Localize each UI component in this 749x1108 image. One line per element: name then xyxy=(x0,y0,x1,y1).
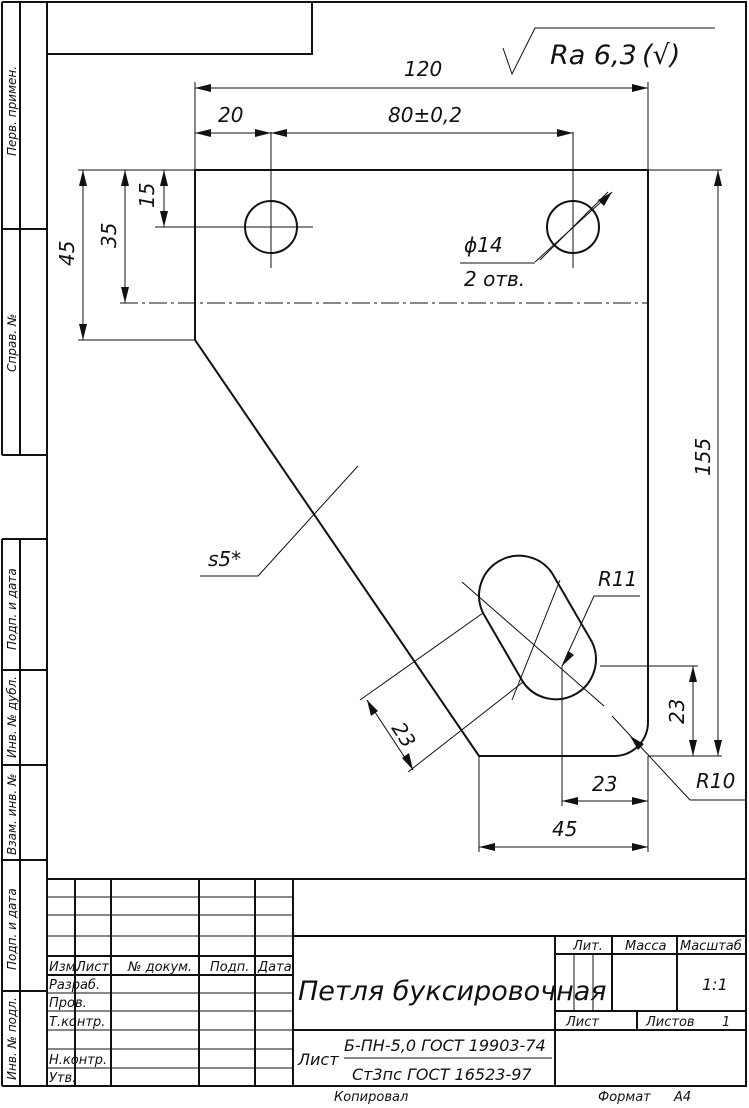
dim-hole-diameter: ϕ14 xyxy=(464,233,503,257)
side-inv-podl: Инв. № подл. xyxy=(5,997,19,1080)
tb-col-izm: Изм. xyxy=(49,960,80,975)
tb-sheets-label: Листов xyxy=(645,1015,695,1030)
roughness-other: (√) xyxy=(642,40,680,71)
dim-hole-top: 15 xyxy=(135,183,159,208)
side-podp-data-2: Подп. и дата xyxy=(5,888,19,970)
dimension-arrows xyxy=(79,84,722,851)
side-inv-dubl: Инв. № дубл. xyxy=(5,676,19,758)
tb-razrab: Разраб. xyxy=(49,978,100,993)
tb-scale: 1:1 xyxy=(702,975,728,994)
side-perv-primen: Перв. примен. xyxy=(5,66,19,156)
dim-slot-width: 23 xyxy=(387,718,421,752)
tb-t-kontr: Т.контр. xyxy=(49,1015,105,1030)
tb-material-line2: Ст3пс ГОСТ 16523-97 xyxy=(352,1065,532,1084)
dim-thickness: s5* xyxy=(208,547,241,571)
slot xyxy=(478,554,597,701)
dim-slot-radius: R11 xyxy=(598,567,637,591)
tb-n-kontr: Н.контр. xyxy=(49,1053,107,1068)
dim-axis-from-top: 35 xyxy=(97,223,121,248)
tb-lit: Лит. xyxy=(572,939,603,954)
tb-material-line1: Б-ПН-5,0 ГОСТ 19903-74 xyxy=(344,1036,546,1055)
tb-massa: Масса xyxy=(625,939,666,954)
dim-overall-height: 155 xyxy=(691,438,715,476)
roughness-value: Ra 6,3 xyxy=(550,40,637,71)
tb-masshtab: Масштаб xyxy=(680,939,742,954)
dim-slot-height: 23 xyxy=(665,699,689,724)
tb-sheets-count: 1 xyxy=(722,1015,730,1030)
side-sprav-no: Справ. № xyxy=(5,314,19,372)
dim-left-offset: 20 xyxy=(218,103,243,127)
tb-sheet-label: Лист xyxy=(565,1015,599,1030)
footer-copied: Копировал xyxy=(334,1090,408,1105)
dim-hole-count: 2 отв. xyxy=(464,267,525,291)
tb-col-dokum: № докум. xyxy=(127,960,192,975)
tb-prov: Пров. xyxy=(49,996,87,1011)
dim-left-edge-height: 45 xyxy=(55,241,79,266)
tb-col-podp: Подп. xyxy=(210,960,249,975)
tb-material-prefix: Лист xyxy=(297,1050,339,1069)
title-block xyxy=(47,878,746,1086)
tb-title: Петля буксировочная xyxy=(298,976,607,1007)
roughness-symbol: Ra 6,3 (√) xyxy=(502,27,715,76)
sheet-frame xyxy=(1,1,747,1087)
side-podp-data-1: Подп. и дата xyxy=(5,568,19,650)
dim-hole-spacing: 80±0,2 xyxy=(388,103,462,127)
dim-corner-radius: R10 xyxy=(696,769,735,793)
tb-utv: Утв. xyxy=(49,1071,76,1086)
part-outline xyxy=(194,169,649,757)
side-vzam-inv: Взам. инв. № xyxy=(5,774,19,855)
dim-overall-width: 120 xyxy=(404,57,442,81)
footer-format-label: Формат xyxy=(598,1090,651,1105)
tb-col-list: Лист xyxy=(75,960,109,975)
center-lines xyxy=(120,132,648,707)
tb-col-data: Дата xyxy=(257,960,292,975)
dim-bottom-edge: 45 xyxy=(552,817,577,841)
footer-format-value: А4 xyxy=(673,1090,691,1105)
dim-slot-from-right: 23 xyxy=(592,772,617,796)
